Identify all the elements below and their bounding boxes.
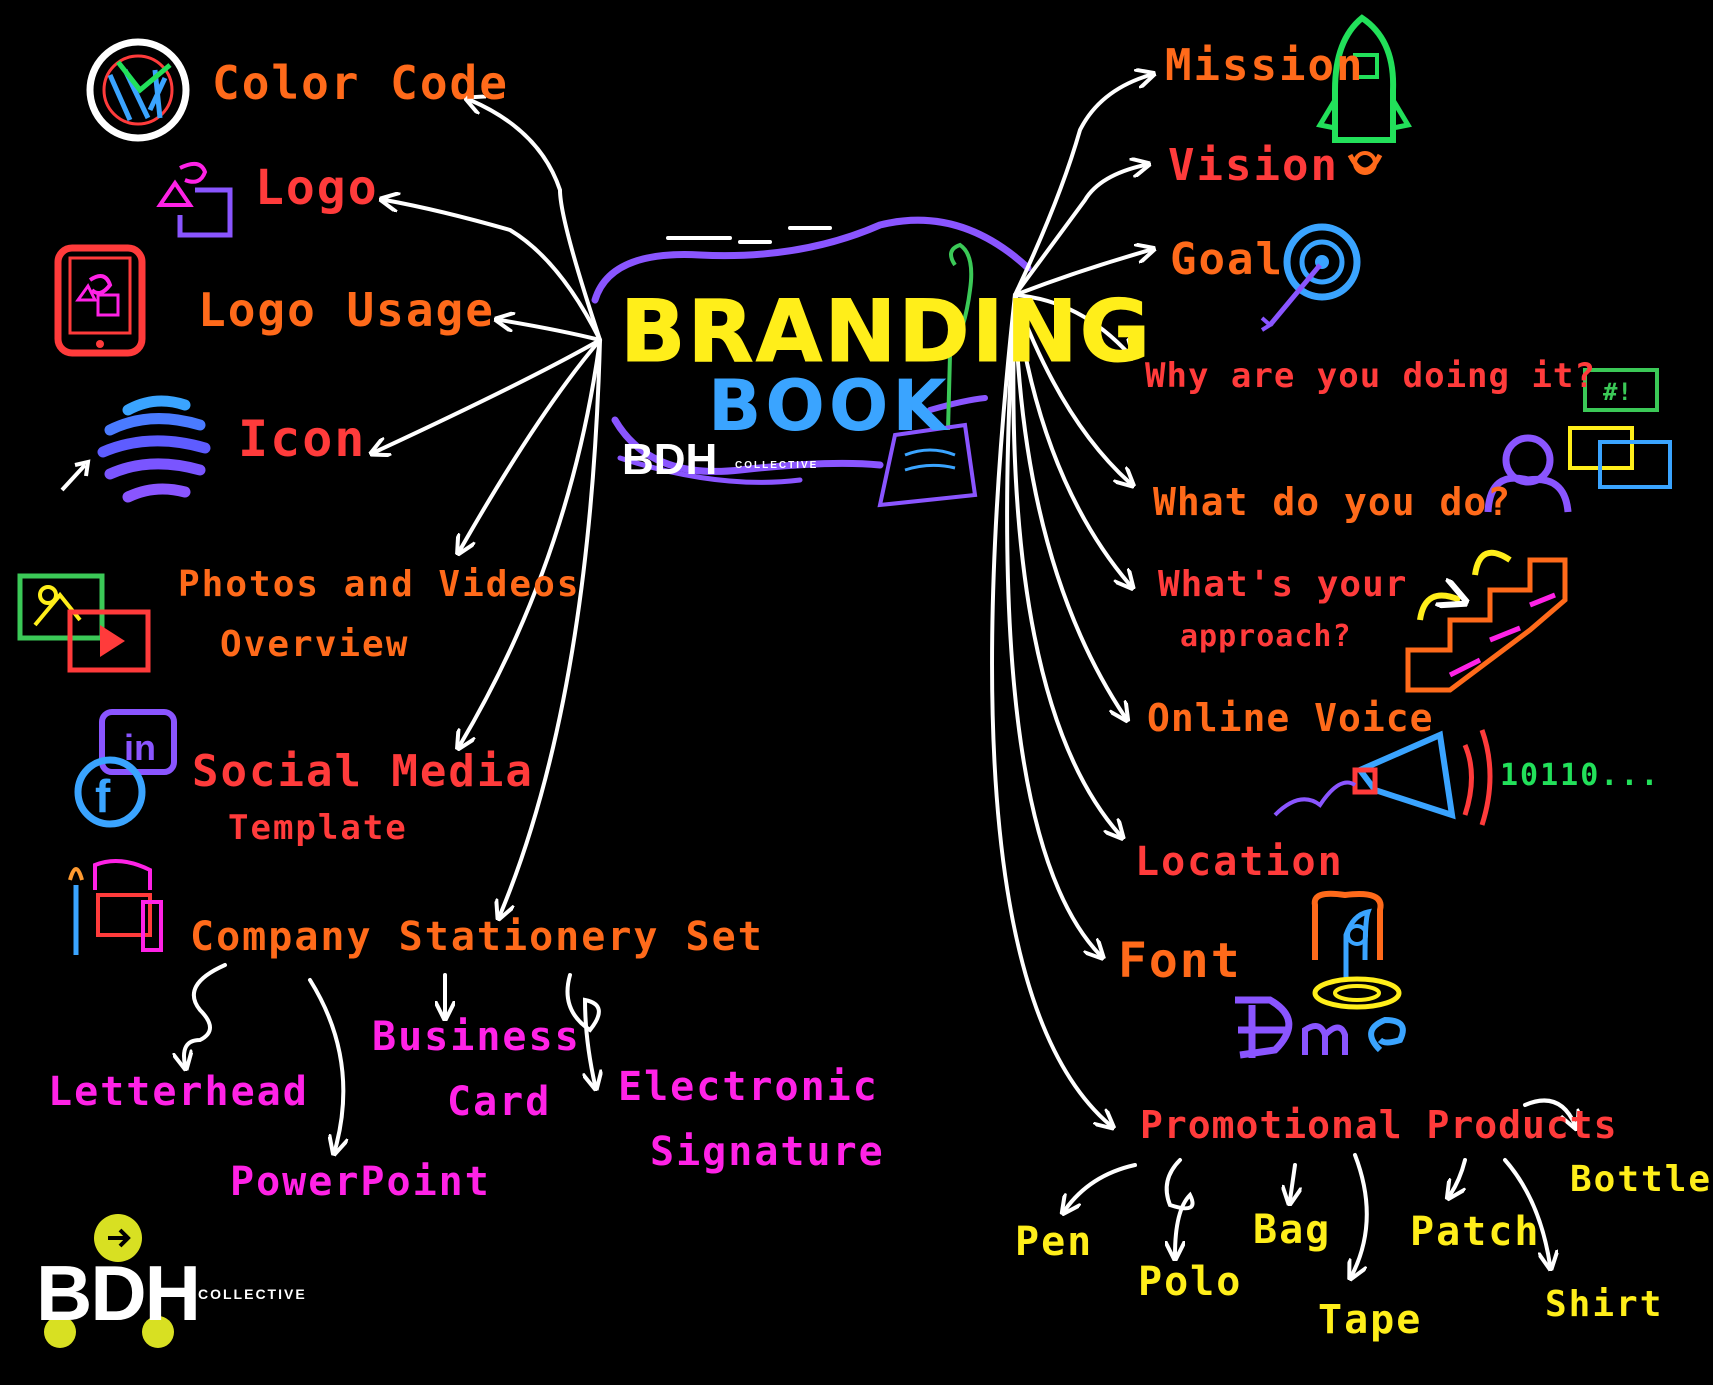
branch-location: Location [1135, 839, 1344, 885]
stairs-icon [1405, 549, 1568, 693]
branch-mission: Mission [1165, 40, 1365, 91]
branch-approach-1: What's your [1158, 564, 1408, 605]
chat-text: #! [1603, 378, 1632, 406]
item-polo: Polo [1138, 1259, 1243, 1305]
title-branding: BRANDING [619, 282, 1153, 383]
stationery-connectors [184, 963, 599, 1150]
right-connectors [990, 75, 1150, 1125]
branch-color-code: Color Code [212, 56, 509, 110]
rocket-icon [1316, 14, 1412, 175]
branch-approach-2: approach? [1180, 619, 1352, 654]
tablet-logo-icon [54, 244, 146, 357]
item-signature: Signature [650, 1129, 885, 1175]
item-pen: Pen [1015, 1219, 1094, 1265]
title-book: BOOK [708, 365, 951, 447]
central-banner [591, 216, 1032, 485]
color-wheel-icon [86, 38, 190, 142]
center-logo-subtitle: COLLECTIVE [735, 460, 819, 471]
item-shirt: Shirt [1545, 1284, 1664, 1325]
branch-vision: Vision [1168, 140, 1339, 191]
font-samples-icon [1235, 996, 1406, 1059]
stationery-tools-icon [68, 859, 163, 955]
item-powerpoint: PowerPoint [230, 1159, 491, 1205]
item-letterhead: Letterhead [48, 1069, 309, 1115]
item-electronic: Electronic [618, 1064, 879, 1110]
branch-company-stationery: Company Stationery Set [190, 914, 764, 960]
item-bottle: Bottle [1570, 1159, 1713, 1200]
center-logo-letters: BDH [622, 435, 718, 484]
svg-text:in: in [124, 727, 156, 768]
branch-online-voice: Online Voice [1147, 696, 1434, 740]
branch-logo: Logo [255, 160, 379, 216]
location-pin-icon [1311, 890, 1402, 1010]
chat-person-icon: #! [1484, 368, 1672, 513]
bdh-logo-mark [44, 1214, 174, 1348]
branch-font: Font [1118, 933, 1242, 989]
branch-overview: Overview [220, 624, 410, 665]
branch-logo-usage: Logo Usage [198, 283, 495, 337]
icon-symbol-icon [60, 395, 211, 503]
megaphone-icon [1273, 729, 1493, 826]
item-card: Card [447, 1079, 552, 1125]
branch-goal: Goal [1170, 234, 1284, 285]
shapes-icon [156, 161, 233, 238]
bottom-logo-letters: BDH [36, 1249, 201, 1337]
branch-template: Template [228, 808, 408, 848]
bottom-logo-subtitle: COLLECTIVE [198, 1286, 307, 1302]
item-business: Business [372, 1014, 581, 1060]
item-tape: Tape [1318, 1297, 1423, 1343]
branch-what-do: What do you do? [1153, 480, 1512, 524]
branch-social-media: Social Media [192, 746, 534, 797]
photo-video-icon [17, 573, 151, 673]
social-icons: in f [74, 709, 177, 828]
svg-text:f: f [95, 770, 111, 822]
target-icon [1260, 223, 1361, 332]
branch-icon: Icon [238, 410, 367, 468]
promo-connectors [1065, 1098, 1575, 1276]
binary-text: 10110... [1500, 758, 1661, 793]
branch-photos-videos: Photos and Videos [178, 564, 581, 605]
left-connectors [375, 100, 602, 915]
quill-notebook-icon [877, 242, 978, 508]
branch-promotional: Promotional Products [1140, 1103, 1618, 1147]
item-bag: Bag [1253, 1207, 1332, 1253]
item-patch: Patch [1410, 1209, 1541, 1255]
branch-why: Why are you doing it? [1145, 356, 1596, 396]
